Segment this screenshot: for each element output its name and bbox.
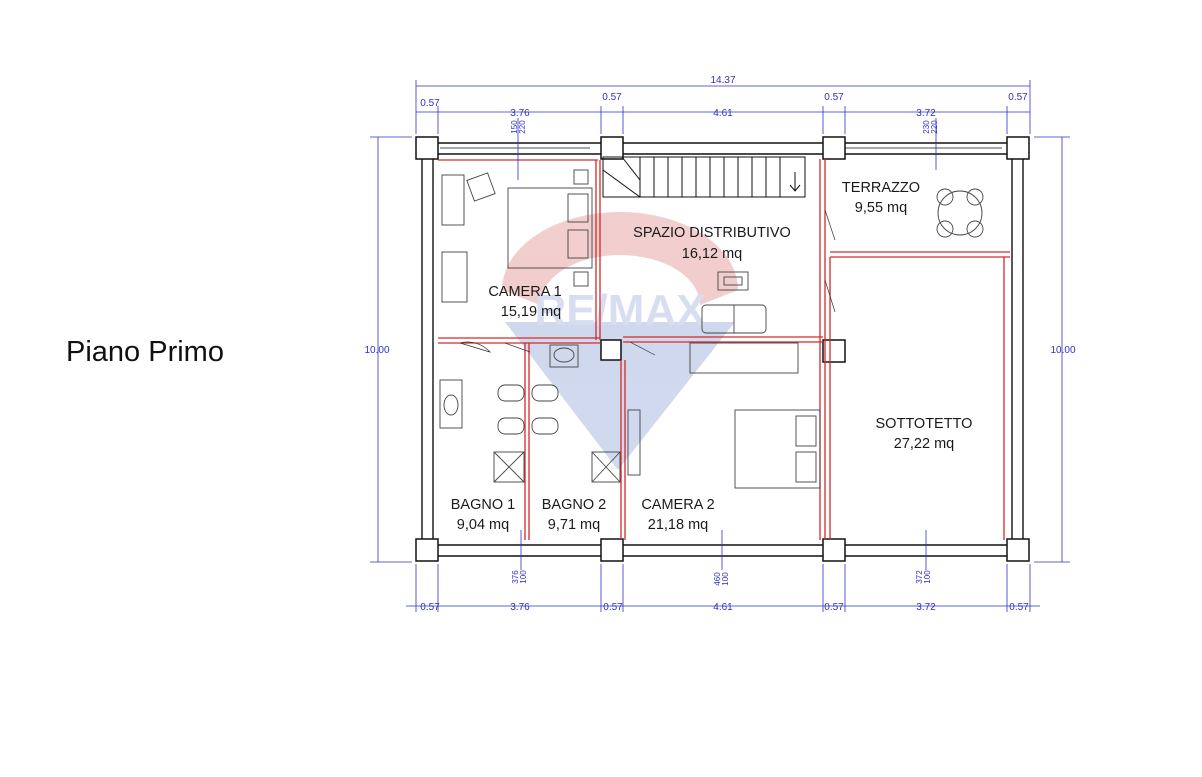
room-name-camera-1: CAMERA 1 [488, 284, 561, 300]
dim-top-4: 4.61 [713, 108, 733, 119]
room-name-bagno-1: BAGNO 1 [451, 497, 515, 513]
room-area-bagno-1: 9,04 mq [457, 517, 509, 533]
dim-window-top-1a: 150 [510, 120, 519, 134]
dim-left-height: 10.00 [364, 345, 389, 356]
dim-window-bottom-3a: 372 [915, 570, 924, 584]
room-name-spazio-distributivo: SPAZIO DISTRIBUTIVO [633, 225, 791, 241]
bed-camera-2 [734, 409, 821, 489]
terrace-table [937, 190, 983, 236]
dim-bottom-1: 0.57 [420, 602, 440, 613]
sink-bagno-2 [549, 344, 579, 368]
furniture [439, 169, 984, 489]
toilet-bagno-1 [497, 384, 525, 402]
room-area-bagno-2: 9,71 mq [548, 517, 600, 533]
outer-walls [421, 142, 1024, 557]
dim-window-bottom-1a: 376 [511, 570, 520, 584]
dim-window-top-2a: 230 [922, 120, 931, 134]
dim-window-bottom-2b: 100 [721, 572, 730, 586]
wardrobe-camera-2 [689, 342, 799, 374]
room-area-terrazzo: 9,55 mq [855, 200, 907, 216]
shower-bagno-1 [493, 451, 525, 483]
toilet-bagno-2 [531, 384, 559, 402]
tv [717, 271, 749, 291]
room-name-bagno-2: BAGNO 2 [542, 497, 606, 513]
dim-bottom-2: 3.76 [510, 602, 530, 613]
dim-top-7: 0.57 [1008, 92, 1028, 103]
shelf-camera-2 [627, 409, 641, 476]
dimension-labels: 14.37 0.57 3.76 0.57 4.61 0.57 3.72 0.57… [364, 75, 1075, 613]
dim-bottom-4: 4.61 [713, 602, 733, 613]
room-name-camera-2: CAMERA 2 [641, 497, 714, 513]
pillars [415, 136, 1030, 562]
dim-window-bottom-3b: 100 [923, 570, 932, 584]
wardrobe [441, 251, 468, 303]
sink-bagno-1 [439, 379, 463, 429]
dimension-lines [370, 80, 1070, 612]
room-name-terrazzo: TERRAZZO [842, 180, 920, 196]
dim-window-top-2b: 220 [930, 120, 939, 134]
shower-bagno-2 [591, 451, 621, 483]
dim-bottom-5: 0.57 [824, 602, 844, 613]
dim-top-3: 0.57 [602, 92, 622, 103]
dim-bottom-3: 0.57 [603, 602, 623, 613]
room-area-camera-2: 21,18 mq [648, 517, 708, 533]
dim-top-6: 3.72 [916, 108, 936, 119]
remax-watermark: RE/MAX [502, 212, 738, 470]
room-area-sottotetto: 27,22 mq [894, 436, 954, 452]
dim-window-bottom-1b: 100 [519, 570, 528, 584]
chair [466, 172, 496, 202]
watermark-brand: RE/MAX [534, 286, 705, 335]
dim-window-bottom-2a: 460 [713, 572, 722, 586]
room-area-camera-1: 15,19 mq [501, 304, 561, 320]
dim-top-total: 14.37 [710, 75, 735, 86]
desk [441, 174, 465, 226]
dim-window-top-1b: 220 [518, 120, 527, 134]
dim-top-1: 0.57 [420, 98, 440, 109]
room-name-sottotetto: SOTTOTETTO [876, 416, 973, 432]
plan-title: Piano Primo [66, 336, 224, 368]
dim-right-height: 10.00 [1050, 345, 1075, 356]
staircase [602, 156, 806, 198]
dim-bottom-7: 0.57 [1009, 602, 1029, 613]
dim-bottom-6: 3.72 [916, 602, 936, 613]
room-area-spazio-distributivo: 16,12 mq [682, 246, 742, 262]
doors [459, 209, 836, 356]
bed-camera-1 [507, 187, 593, 269]
room-labels: CAMERA 1 15,19 mq SPAZIO DISTRIBUTIVO 16… [451, 180, 973, 533]
dim-top-2: 3.76 [510, 108, 530, 119]
dim-top-5: 0.57 [824, 92, 844, 103]
